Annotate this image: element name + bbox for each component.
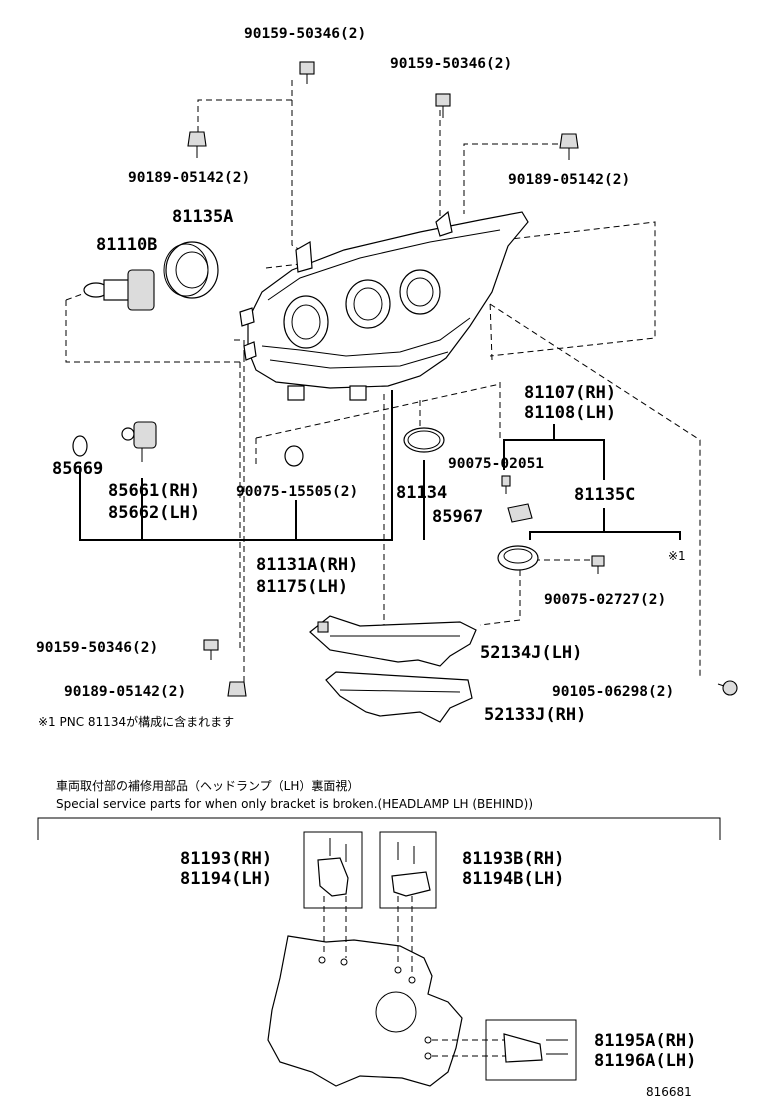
box-81193B <box>379 831 437 909</box>
label-90189-05142-left: 90189-05142(2) <box>128 170 250 186</box>
bracket-dashes <box>323 896 508 1057</box>
label-81175: 81175(LH) <box>256 577 348 597</box>
module-85967-icon <box>507 503 533 523</box>
label-81194: 81194(LH) <box>180 869 272 889</box>
socket-ring-81135A-icon <box>163 241 219 299</box>
label-81193: 81193(RH) <box>180 849 272 869</box>
bolt-90159-top-icon <box>299 61 315 84</box>
label-81110B: 81110B <box>96 235 157 255</box>
label-81195A: 81195A(RH) <box>594 1031 696 1051</box>
label-90159-50346-right: 90159-50346(2) <box>390 56 512 72</box>
box-81193 <box>303 831 363 909</box>
label-85661: 85661(RH) <box>108 481 200 501</box>
label-81135C: 81135C <box>574 485 635 505</box>
gasket-81134-icon <box>403 427 445 453</box>
label-81107: 81107(RH) <box>524 383 616 403</box>
label-90189-05142-lower: 90189-05142(2) <box>64 684 186 700</box>
label-85669: 85669 <box>52 459 103 479</box>
leader-lines-solid <box>79 390 681 541</box>
bracket-52134J-icon <box>309 615 477 667</box>
figure-id: 816681 <box>646 1085 692 1099</box>
label-81193B: 81193B(RH) <box>462 849 564 869</box>
label-85967: 85967 <box>432 507 483 527</box>
label-81194B: 81194B(LH) <box>462 869 564 889</box>
label-81135A: 81135A <box>172 207 233 227</box>
section-title-jp: 車両取付部の補修用部品（ヘッドランプ（LH）裏面視） <box>56 778 359 793</box>
bolt-90159-lower-icon <box>203 639 219 660</box>
screw-90189-right-icon <box>559 133 579 160</box>
label-81108: 81108(LH) <box>524 403 616 423</box>
label-52134J: 52134J(LH) <box>480 643 582 663</box>
lamp-back-panel <box>267 935 463 1087</box>
label-81131A: 81131A(RH) <box>256 555 358 575</box>
bolt-90159-right-icon <box>435 93 451 118</box>
bolt-90105-icon <box>717 680 738 696</box>
screw-90189-lower-icon <box>227 681 247 697</box>
label-90159-50346-top: 90159-50346(2) <box>244 26 366 42</box>
label-90159-50346-lower: 90159-50346(2) <box>36 640 158 656</box>
label-85662: 85662(LH) <box>108 503 200 523</box>
ring-81135C-icon <box>497 545 539 571</box>
screw-90189-left-icon <box>187 131 207 158</box>
label-90075-15505: 90075-15505(2) <box>236 484 358 500</box>
ring-85669-icon <box>72 435 88 457</box>
headlamp-housing <box>239 210 529 401</box>
label-81134: 81134 <box>396 483 447 503</box>
label-90189-05142-right: 90189-05142(2) <box>508 172 630 188</box>
label-81196A: 81196A(LH) <box>594 1051 696 1071</box>
label-90075-02051: 90075-02051 <box>448 456 544 472</box>
footnote: ※1 PNC 81134が構成に含まれます <box>38 714 234 729</box>
label-52133J: 52133J(RH) <box>484 705 586 725</box>
pin-90075-02051-icon <box>501 475 511 494</box>
bulb-81110B-icon <box>83 269 155 311</box>
section-title-en: Special service parts for when only brac… <box>56 797 533 811</box>
label-mark-1: ※1 <box>668 549 686 563</box>
cap-90075-15505-icon <box>284 445 304 467</box>
label-90075-02727: 90075-02727(2) <box>544 592 666 608</box>
screw-90075-02727-icon <box>591 555 605 574</box>
label-90105-06298: 90105-06298(2) <box>552 684 674 700</box>
bulb-85661-icon <box>121 421 157 462</box>
section-frame <box>37 817 721 840</box>
bracket-52133J-icon <box>325 671 473 723</box>
box-81195A <box>485 1019 577 1081</box>
